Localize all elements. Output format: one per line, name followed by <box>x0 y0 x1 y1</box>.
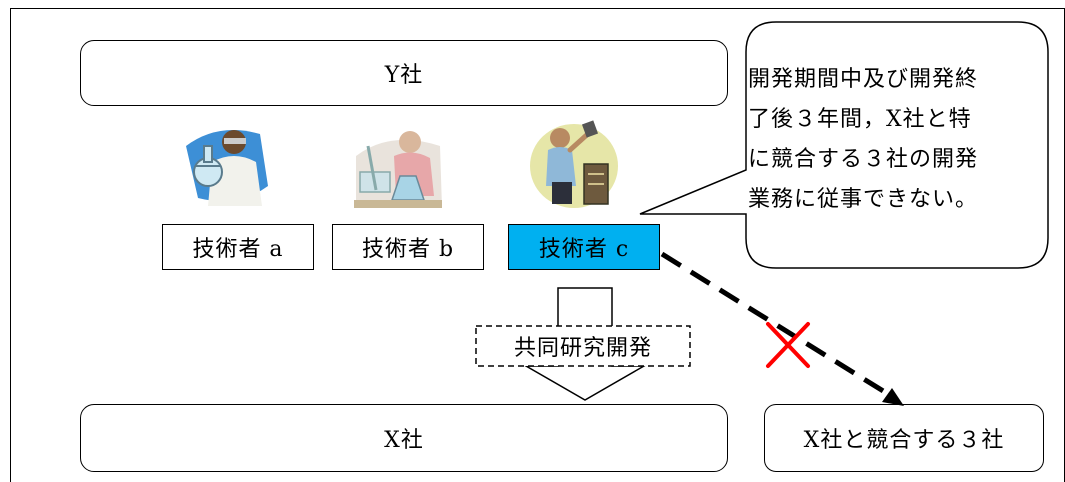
callout-line: 業務に従事できない。 <box>748 187 979 212</box>
joint-rd-label: 共同研究開発 <box>513 336 652 361</box>
company-y-box: Y社 <box>80 40 728 106</box>
callout-line: 了後３年間，X社と特 <box>748 107 972 132</box>
engineer-equipment-icon <box>530 120 618 208</box>
engineer-b-label: 技術者 b <box>361 237 455 262</box>
company-y-label: Y社 <box>384 63 424 88</box>
callout-text: 開発期間中及び開発終 了後３年間，X社と特 に競合する３社の開発 業務に従事でき… <box>748 60 1048 220</box>
scientist-lab-icon <box>354 131 442 208</box>
engineer-c-label: 技術者 c <box>538 237 630 262</box>
competitors-box: X社と競合する３社 <box>764 404 1044 472</box>
engineer-a-box: 技術者 a <box>162 224 314 270</box>
engineer-b-box: 技術者 b <box>332 224 484 270</box>
engineer-c-box: 技術者 c <box>508 224 660 270</box>
callout-line: 開発期間中及び開発終 <box>748 67 979 92</box>
company-x-label: X社 <box>384 428 424 453</box>
callout-line: に競合する３社の開発 <box>748 147 979 172</box>
engineer-a-label: 技術者 a <box>192 237 284 262</box>
joint-rd-label-box: 共同研究開発 <box>476 326 690 366</box>
company-x-box: X社 <box>80 404 728 472</box>
competitors-label: X社と競合する３社 <box>803 428 1005 453</box>
scientist-flask-icon <box>186 130 268 206</box>
